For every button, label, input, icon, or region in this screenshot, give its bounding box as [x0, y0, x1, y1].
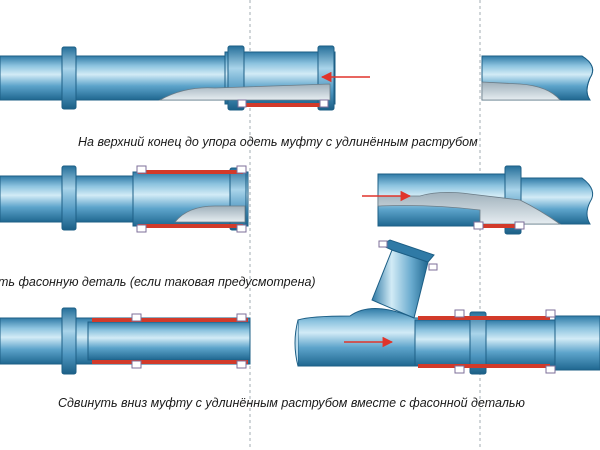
- row2-right-assembly: [362, 165, 594, 235]
- caption-step-2: ть фасонную деталь (если таковая предусм…: [0, 275, 316, 289]
- row3-left-assembly: [0, 307, 251, 375]
- caption-step-3: Сдвинуть вниз муфту с удлинённым раструб…: [58, 396, 525, 410]
- row2-left-assembly: [0, 165, 249, 233]
- caption-step-1: На верхний конец до упора одеть муфту с …: [78, 135, 478, 149]
- row3-right-assembly: [294, 239, 600, 375]
- row1-right-pipe: [481, 55, 594, 101]
- row1-left-assembly: [0, 45, 370, 111]
